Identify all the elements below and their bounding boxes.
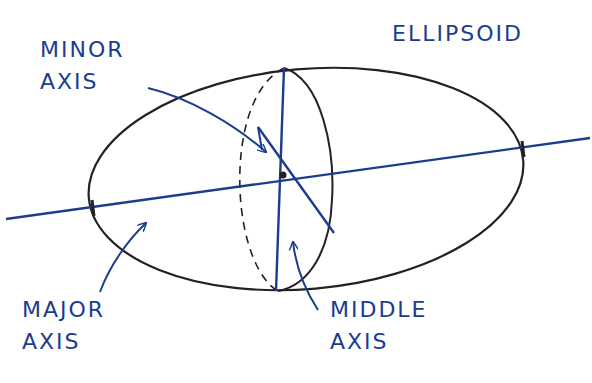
label-text: MAJOR AXIS xyxy=(22,294,105,358)
title-label: ELLIPSOID xyxy=(392,18,523,50)
axis-tick xyxy=(522,141,524,157)
major-axis-line xyxy=(6,138,590,219)
ellipsoid-outline xyxy=(79,50,533,307)
axis-label: MIDDLE AXIS xyxy=(330,294,428,358)
minor-axis-line xyxy=(258,127,334,233)
leader-arrow xyxy=(100,223,146,292)
axis-label: MAJOR AXIS xyxy=(22,294,105,358)
leader-arrow xyxy=(148,88,266,152)
leader-arrow xyxy=(293,242,318,310)
label-text: MIDDLE AXIS xyxy=(330,294,428,358)
axis-label: MINOR AXIS xyxy=(40,34,125,98)
axis-tick xyxy=(92,200,94,216)
label-text: ELLIPSOID xyxy=(392,18,523,50)
middle-axis-line xyxy=(276,68,284,291)
cross-section-back xyxy=(240,68,284,291)
label-text: MINOR AXIS xyxy=(40,34,125,98)
centre-point xyxy=(280,172,287,179)
